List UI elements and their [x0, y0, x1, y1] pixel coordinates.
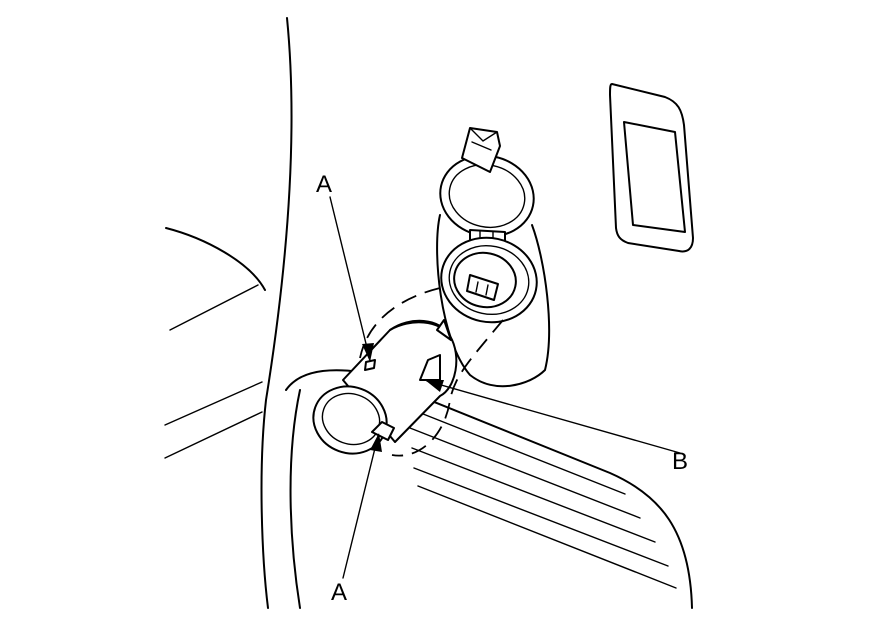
callout-a-bottom: A	[331, 579, 347, 606]
socket-flip-cap	[439, 127, 535, 238]
socket-boss	[436, 214, 551, 388]
left-trim-panel	[164, 227, 266, 459]
socket-housing	[440, 229, 538, 324]
retaining-tab-a-lower	[371, 421, 395, 441]
callout-b: B	[672, 448, 688, 475]
vent-recess	[609, 83, 694, 253]
callout-a-top: A	[316, 171, 332, 198]
dash-panel-edge	[260, 17, 301, 609]
leader-lines	[329, 196, 681, 579]
retaining-tab-a-upper	[364, 359, 376, 371]
console-pocket	[285, 369, 693, 609]
